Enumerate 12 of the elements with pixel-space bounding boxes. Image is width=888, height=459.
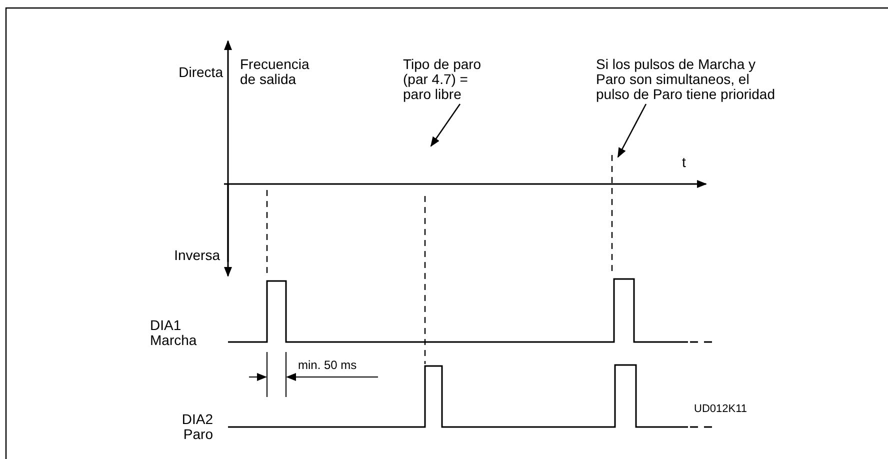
axis-label: Frecuencia de salida: [240, 57, 310, 87]
leader-arrow: [430, 104, 461, 147]
figure-code: UD012K11: [694, 402, 748, 417]
axis-label: t: [682, 155, 687, 170]
axis-label: Inversa: [173, 248, 220, 263]
signal-label: DIA1 Marcha: [150, 318, 198, 348]
annotation-note: Tipo de paro (par 4.7) = paro libre: [403, 57, 493, 102]
signal-label: DIA2 Paro: [180, 412, 213, 442]
axis-label: Directa: [178, 65, 223, 80]
dimension-label: min. 50 ms: [298, 359, 358, 372]
annotation-note: Si los pulsos de Marcha y Paro son simultaneos, el pulso de Paro tiene prioridad: [596, 57, 776, 102]
leader-arrow: [617, 104, 647, 158]
